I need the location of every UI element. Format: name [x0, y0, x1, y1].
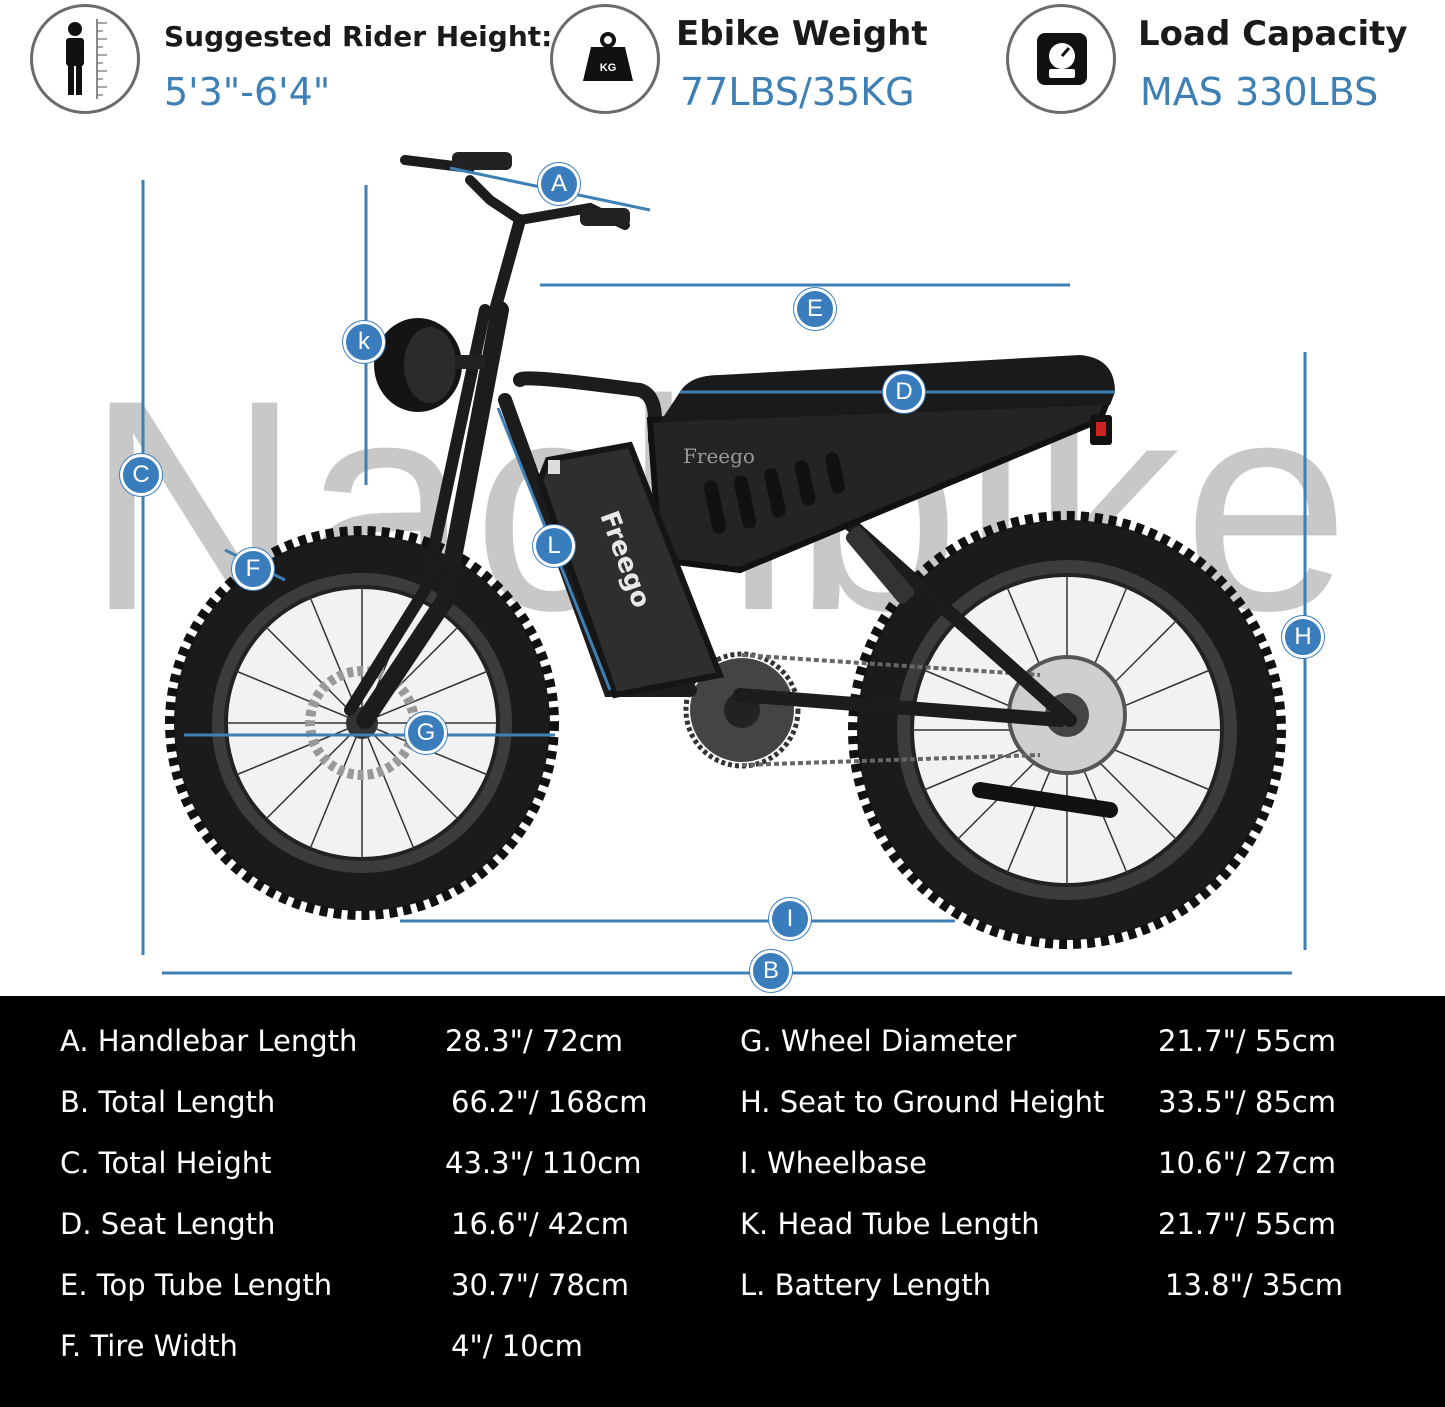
- ebike-weight-title: Ebike Weight: [676, 14, 928, 54]
- load-capacity-value: MAS 330LBS: [1140, 70, 1379, 114]
- bike-dimension-diagram: Nachbike: [0, 130, 1445, 996]
- spec-row: D. Seat Length 16.6"/ 42cm: [60, 1207, 680, 1247]
- right-grip: [580, 208, 630, 226]
- spec-name: F. Tire Width: [60, 1329, 238, 1363]
- spec-name: C. Total Height: [60, 1146, 272, 1180]
- rider-height-title: Suggested Rider Height:: [164, 20, 553, 53]
- spec-value: 4"/ 10cm: [451, 1329, 583, 1363]
- spec-name: L. Battery Length: [740, 1268, 992, 1302]
- spec-name: D. Seat Length: [60, 1207, 276, 1241]
- scale-icon: [1006, 4, 1116, 114]
- weight-kg-icon: KG: [550, 4, 660, 114]
- dimension-label-a: A: [538, 163, 580, 205]
- spec-value: 21.7"/ 55cm: [1158, 1024, 1336, 1058]
- spec-name: H. Seat to Ground Height: [740, 1085, 1105, 1119]
- ebike-illustration: Freego Freego: [141, 152, 1307, 975]
- spec-row: L. Battery Length 13.8"/ 35cm: [740, 1268, 1420, 1308]
- spec-value: 10.6"/ 27cm: [1158, 1146, 1336, 1180]
- spec-value: 21.7"/ 55cm: [1158, 1207, 1336, 1241]
- ebike-weight-value: 77LBS/35KG: [680, 70, 915, 114]
- spec-row: C. Total Height 43.3"/ 110cm: [60, 1146, 680, 1186]
- spec-row: A. Handlebar Length 28.3"/ 72cm: [60, 1024, 680, 1064]
- spec-row: I. Wheelbase 10.6"/ 27cm: [740, 1146, 1420, 1186]
- spec-value: 30.7"/ 78cm: [451, 1268, 629, 1302]
- spec-row: B. Total Length 66.2"/ 168cm: [60, 1085, 680, 1125]
- ebike-weight-badge: KG Ebike Weight 77LBS/35KG: [550, 0, 950, 125]
- spec-name: G. Wheel Diameter: [740, 1024, 1017, 1058]
- load-capacity-title: Load Capacity: [1138, 14, 1408, 54]
- spec-name: B. Total Length: [60, 1085, 276, 1119]
- spec-table: A. Handlebar Length 28.3"/ 72cm B. Total…: [0, 996, 1445, 1407]
- spec-name: K. Head Tube Length: [740, 1207, 1040, 1241]
- dimension-label-h: H: [1282, 616, 1324, 658]
- kickstand: [972, 782, 1118, 818]
- dimension-label-l: L: [533, 525, 575, 567]
- spec-name: A. Handlebar Length: [60, 1024, 358, 1058]
- spec-row: H. Seat to Ground Height 33.5"/ 85cm: [740, 1085, 1420, 1125]
- spec-value: 66.2"/ 168cm: [451, 1085, 648, 1119]
- drivetrain: [683, 651, 1041, 769]
- dimension-label-f: F: [232, 548, 274, 590]
- spec-name: E. Top Tube Length: [60, 1268, 333, 1302]
- frame-logo: Freego: [683, 444, 755, 468]
- spec-row: K. Head Tube Length 21.7"/ 55cm: [740, 1207, 1420, 1247]
- spec-row: F. Tire Width 4"/ 10cm: [60, 1329, 680, 1369]
- spec-row: E. Top Tube Length 30.7"/ 78cm: [60, 1268, 680, 1308]
- headlight: [374, 318, 485, 412]
- dimension-label-d: D: [883, 371, 925, 413]
- left-grip: [452, 152, 512, 170]
- spec-row: G. Wheel Diameter 21.7"/ 55cm: [740, 1024, 1420, 1064]
- dimension-label-e: E: [794, 288, 836, 330]
- spec-value: 16.6"/ 42cm: [451, 1207, 629, 1241]
- dimension-label-b: B: [750, 950, 792, 992]
- dimension-label-k: k: [343, 321, 385, 363]
- dimension-label-c: C: [120, 454, 162, 496]
- svg-text:KG: KG: [600, 62, 617, 74]
- dimension-label-i: I: [769, 898, 811, 940]
- spec-value: 13.8"/ 35cm: [1165, 1268, 1343, 1302]
- spec-value: 43.3"/ 110cm: [445, 1146, 642, 1180]
- rider-height-badge: Suggested Rider Height: 5'3"-6'4": [30, 0, 552, 125]
- dimension-label-g: G: [405, 712, 447, 754]
- rider-height-icon: [30, 4, 140, 114]
- rider-height-value: 5'3"-6'4": [164, 70, 331, 114]
- side-panel-vents: [703, 452, 845, 534]
- rear-shock: [845, 526, 915, 604]
- spec-value: 28.3"/ 72cm: [445, 1024, 623, 1058]
- spec-value: 33.5"/ 85cm: [1158, 1085, 1336, 1119]
- spec-name: I. Wheelbase: [740, 1146, 927, 1180]
- load-capacity-badge: Load Capacity MAS 330LBS: [1006, 0, 1426, 125]
- battery: Freego: [536, 441, 725, 699]
